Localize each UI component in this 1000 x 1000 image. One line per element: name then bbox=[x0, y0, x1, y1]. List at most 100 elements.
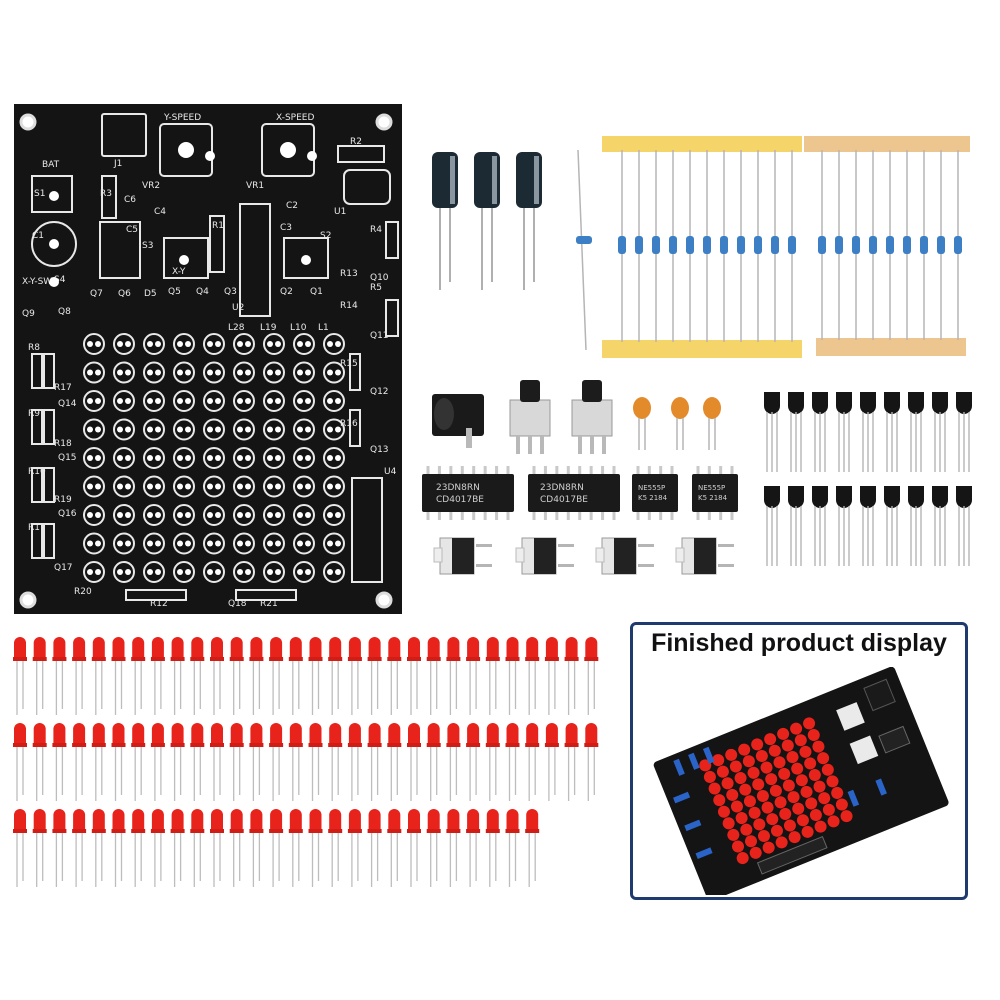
switch-pin bbox=[638, 564, 654, 567]
led-dome bbox=[73, 637, 86, 657]
led-footprint bbox=[113, 504, 135, 526]
led-pad bbox=[305, 398, 311, 404]
ic-pin bbox=[566, 512, 570, 520]
electrolytic-capacitor bbox=[432, 152, 458, 290]
ic-pin bbox=[696, 512, 700, 520]
led-pad bbox=[95, 341, 101, 347]
label-r12: R12 bbox=[150, 599, 168, 609]
red-led bbox=[91, 637, 106, 715]
assembled-led bbox=[753, 818, 766, 831]
led-pad bbox=[147, 369, 153, 376]
resistor-body bbox=[835, 236, 843, 254]
ic-ne555-2: NE555P K5 2184 bbox=[692, 474, 738, 512]
led-pad bbox=[335, 569, 341, 575]
assembled-led bbox=[826, 775, 839, 788]
led-footprint bbox=[323, 475, 345, 498]
ic-pin bbox=[532, 512, 536, 520]
transistor-body bbox=[932, 486, 948, 508]
led-pad bbox=[215, 483, 221, 490]
led-footprint bbox=[263, 333, 285, 355]
assembled-led-matrix bbox=[699, 717, 853, 865]
led-pad bbox=[95, 369, 101, 376]
red-led bbox=[269, 637, 284, 715]
label-vr2: VR2 bbox=[142, 181, 160, 191]
red-led bbox=[564, 637, 579, 715]
led-pad bbox=[147, 398, 153, 404]
red-led bbox=[229, 809, 244, 887]
ic-pin bbox=[578, 512, 582, 520]
led-dome bbox=[526, 723, 539, 743]
label-d5: D5 bbox=[144, 289, 157, 299]
red-led bbox=[91, 809, 106, 887]
red-led bbox=[485, 809, 500, 887]
switch-button bbox=[675, 547, 685, 563]
led-rim bbox=[288, 657, 303, 661]
switch-pin bbox=[558, 544, 574, 547]
ic-pin bbox=[707, 466, 711, 474]
label-u2: U2 bbox=[232, 303, 244, 313]
red-led bbox=[72, 809, 87, 887]
assembled-led bbox=[765, 773, 778, 786]
led-dome bbox=[486, 723, 499, 743]
led-rim bbox=[229, 743, 244, 747]
assembled-led bbox=[742, 755, 755, 768]
label-r16: R16 bbox=[340, 419, 358, 429]
assembled-led bbox=[821, 763, 834, 776]
red-led bbox=[347, 637, 362, 715]
electrolytic-capacitor bbox=[516, 152, 542, 290]
label-r4: R4 bbox=[370, 225, 382, 235]
red-led bbox=[525, 637, 540, 715]
assembled-led bbox=[796, 814, 809, 827]
led-pad bbox=[185, 426, 191, 433]
led-rim bbox=[91, 743, 106, 747]
led-footprint bbox=[293, 475, 315, 498]
led-pad bbox=[147, 540, 153, 547]
pcb-substrate bbox=[14, 104, 402, 614]
led-pad bbox=[117, 455, 123, 461]
resistor-body bbox=[954, 236, 962, 254]
resistor-body bbox=[788, 236, 796, 254]
led-footprint bbox=[323, 504, 345, 526]
silk-outlines bbox=[31, 113, 399, 601]
label-r5: R5 bbox=[370, 283, 382, 293]
ic-pin bbox=[612, 512, 616, 520]
led-footprint bbox=[113, 532, 135, 555]
transistors bbox=[764, 392, 972, 566]
led-pad bbox=[177, 483, 183, 490]
transistor-body bbox=[908, 392, 924, 414]
led-pad bbox=[87, 341, 93, 347]
label-xysw: X-Y-SW bbox=[22, 277, 52, 287]
led-pad bbox=[215, 512, 221, 518]
led-footprint bbox=[83, 532, 105, 555]
assembled-led bbox=[703, 770, 716, 783]
assembled-led bbox=[732, 840, 745, 853]
transistor-body bbox=[956, 392, 972, 414]
red-led bbox=[446, 723, 461, 801]
led-footprint bbox=[83, 561, 105, 583]
led-rim bbox=[466, 829, 481, 833]
switch-button bbox=[515, 547, 525, 563]
ic2-marking-line2: CD4017BE bbox=[540, 495, 588, 505]
led-dome bbox=[92, 809, 105, 829]
led-pad bbox=[327, 455, 333, 461]
led-rim bbox=[32, 657, 47, 661]
led-pad bbox=[125, 341, 131, 347]
red-led bbox=[249, 809, 264, 887]
led-footprint bbox=[233, 333, 255, 355]
led-footprint bbox=[173, 361, 195, 384]
assembled-led bbox=[726, 788, 739, 801]
led-dome bbox=[73, 723, 86, 743]
led-rim bbox=[446, 657, 461, 661]
led-dome bbox=[33, 637, 46, 657]
ic-pin bbox=[483, 466, 487, 474]
led-pad bbox=[335, 455, 341, 461]
led-pad bbox=[305, 569, 311, 575]
led-footprint bbox=[293, 333, 315, 355]
label-q2: Q2 bbox=[280, 287, 293, 297]
led-pad bbox=[87, 569, 93, 575]
led-pad bbox=[87, 369, 93, 376]
led-pad bbox=[147, 341, 153, 347]
assembled-ic bbox=[878, 725, 911, 754]
red-led bbox=[308, 723, 323, 801]
ic-pin bbox=[495, 466, 499, 474]
